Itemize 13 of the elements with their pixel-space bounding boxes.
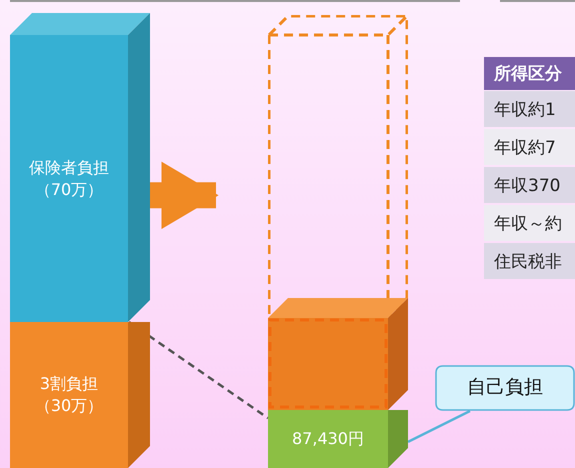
table-cell: 住民税非 bbox=[484, 243, 575, 279]
table-cell: 年収約7 bbox=[484, 129, 575, 165]
callout-tail bbox=[407, 410, 471, 444]
table-cell: 年収～約 bbox=[484, 205, 575, 241]
bar-label: 保険者負担（70万） bbox=[28, 156, 110, 200]
table-cell: 年収370 bbox=[484, 167, 575, 203]
table-cell: 年収約1 bbox=[484, 91, 575, 127]
table-header: 所得区分 bbox=[484, 57, 575, 90]
block-arrow bbox=[150, 162, 219, 230]
dashed-connector bbox=[128, 320, 269, 420]
bar-label: 3割負担（30万） bbox=[34, 373, 104, 417]
bar-label: 自己負担 bbox=[467, 375, 543, 400]
bar-label: 87,430円 bbox=[292, 428, 364, 450]
